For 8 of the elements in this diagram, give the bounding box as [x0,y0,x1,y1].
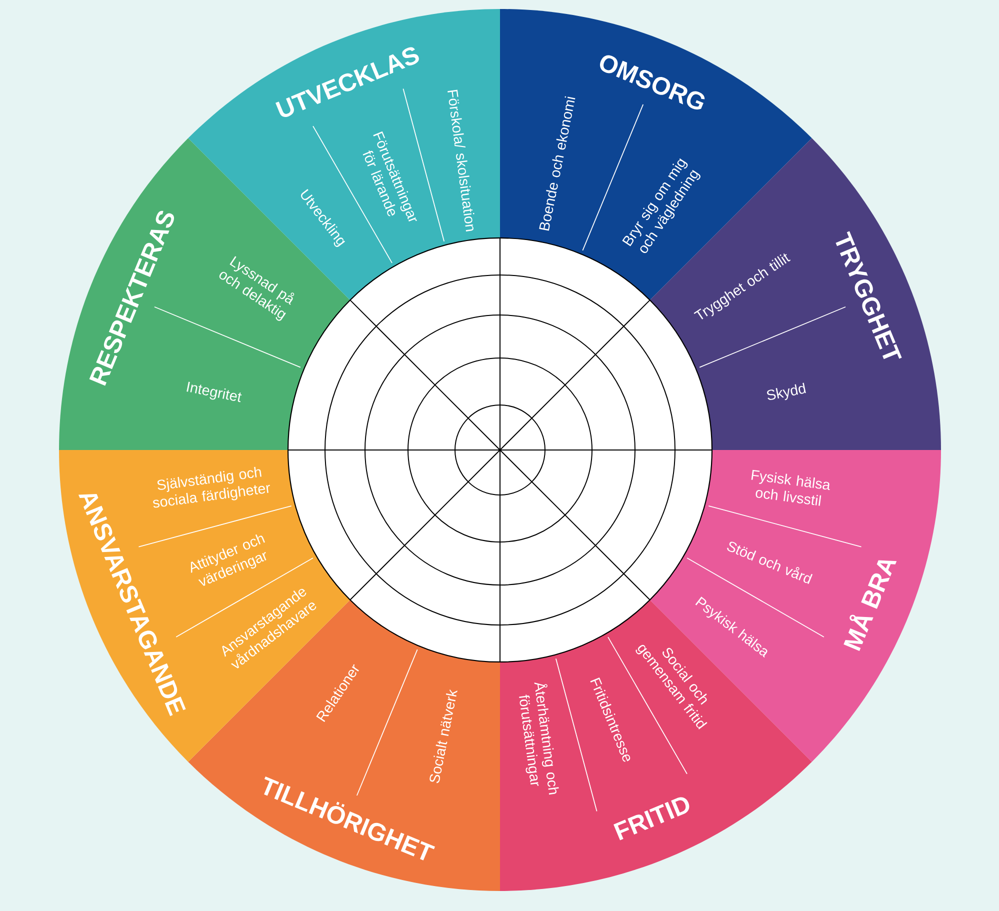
segment-item: Integritet [186,382,242,402]
segment-item: Återhämtning och förutsättningar [519,682,559,795]
segment-item: Fysisk hälsa och livsstil [751,470,830,506]
segment-item: Boende och ekonomi [539,96,576,231]
segment-item: Stöd och vård [727,542,813,584]
segment-item: Skydd [767,382,806,400]
segment-title: MÅ BRA [844,560,897,651]
segment-item: Förskola/ skolsituation [448,90,474,232]
